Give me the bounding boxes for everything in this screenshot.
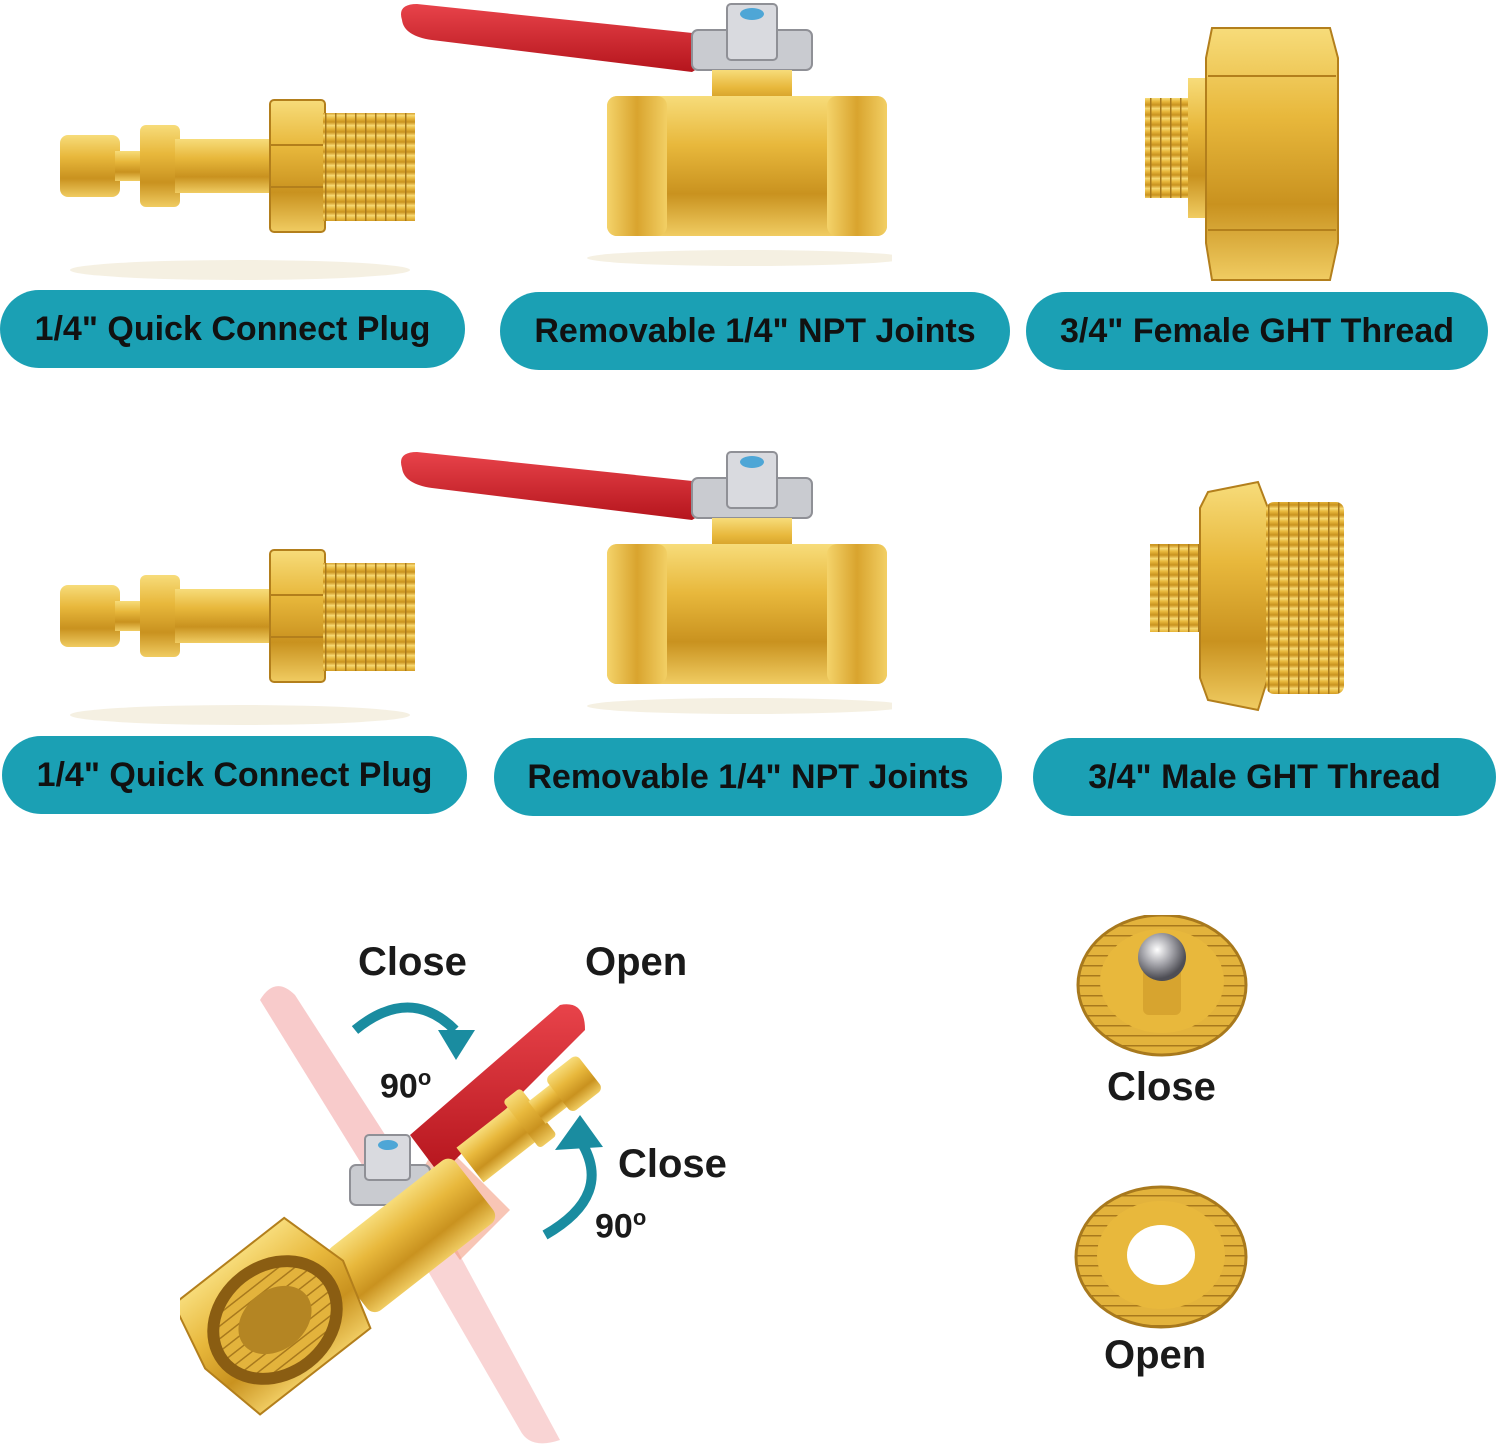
ball-valve-image [401, 3, 892, 266]
ball-valve-image [401, 451, 892, 714]
valve-operation-image [180, 986, 601, 1444]
male-ght-thread-label: 3/4" Male GHT Thread [1033, 738, 1496, 816]
quick-connect-plug-image [60, 549, 415, 725]
npt-joints-label: Removable 1/4" NPT Joints [500, 292, 1010, 370]
quick-connect-plug-label: 1/4" Quick Connect Plug [2, 736, 467, 814]
open-check-valve-image [1074, 1185, 1248, 1329]
open-state-label: Open [1104, 1333, 1207, 1377]
female-ght-thread-label: 3/4" Female GHT Thread [1026, 292, 1488, 370]
close-state-label: Close [1107, 1065, 1216, 1109]
close-label: Close [618, 1142, 727, 1186]
angle-label: 90o [595, 1205, 647, 1246]
quick-connect-plug-label: 1/4" Quick Connect Plug [0, 290, 465, 368]
close-label: Close [358, 940, 467, 984]
quick-connect-plug-image [60, 99, 415, 280]
angle-label: 90o [380, 1065, 432, 1106]
npt-joints-label: Removable 1/4" NPT Joints [494, 738, 1002, 816]
male-ght-adapter-image [1150, 480, 1344, 712]
rotate-arrow-icon [351, 1002, 475, 1060]
female-ght-adapter-image [1145, 27, 1339, 281]
rotate-arrow-icon [542, 1115, 603, 1240]
closed-check-valve-image [1076, 915, 1248, 1057]
open-label: Open [585, 940, 688, 984]
